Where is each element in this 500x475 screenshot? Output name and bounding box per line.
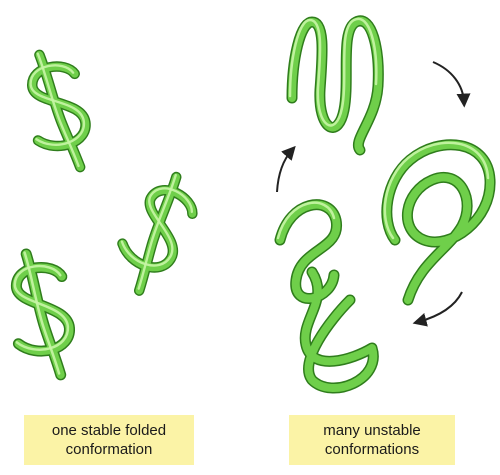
unstable-conformation-squiggle: [278, 203, 373, 388]
cycle-arrow-top: [433, 62, 464, 102]
stable-conformation-middle: [105, 168, 208, 296]
unstable-conformation-serpentine: [290, 19, 378, 150]
unstable-conformation-knot: [385, 143, 490, 300]
caption-left-line2: conformation: [66, 440, 153, 459]
cycle-arrow-left: [277, 150, 292, 192]
stable-conformation-top: [25, 48, 92, 172]
caption-right-line2: conformations: [325, 440, 419, 459]
cycle-arrow-bottom: [418, 292, 462, 322]
unstable-conformations-caption: many unstable conformations: [289, 415, 455, 465]
caption-left-line1: one stable folded: [52, 421, 166, 440]
caption-right-line1: many unstable: [323, 421, 421, 440]
stable-conformation-bottom: [11, 250, 73, 378]
stable-conformation-caption: one stable folded conformation: [24, 415, 194, 465]
